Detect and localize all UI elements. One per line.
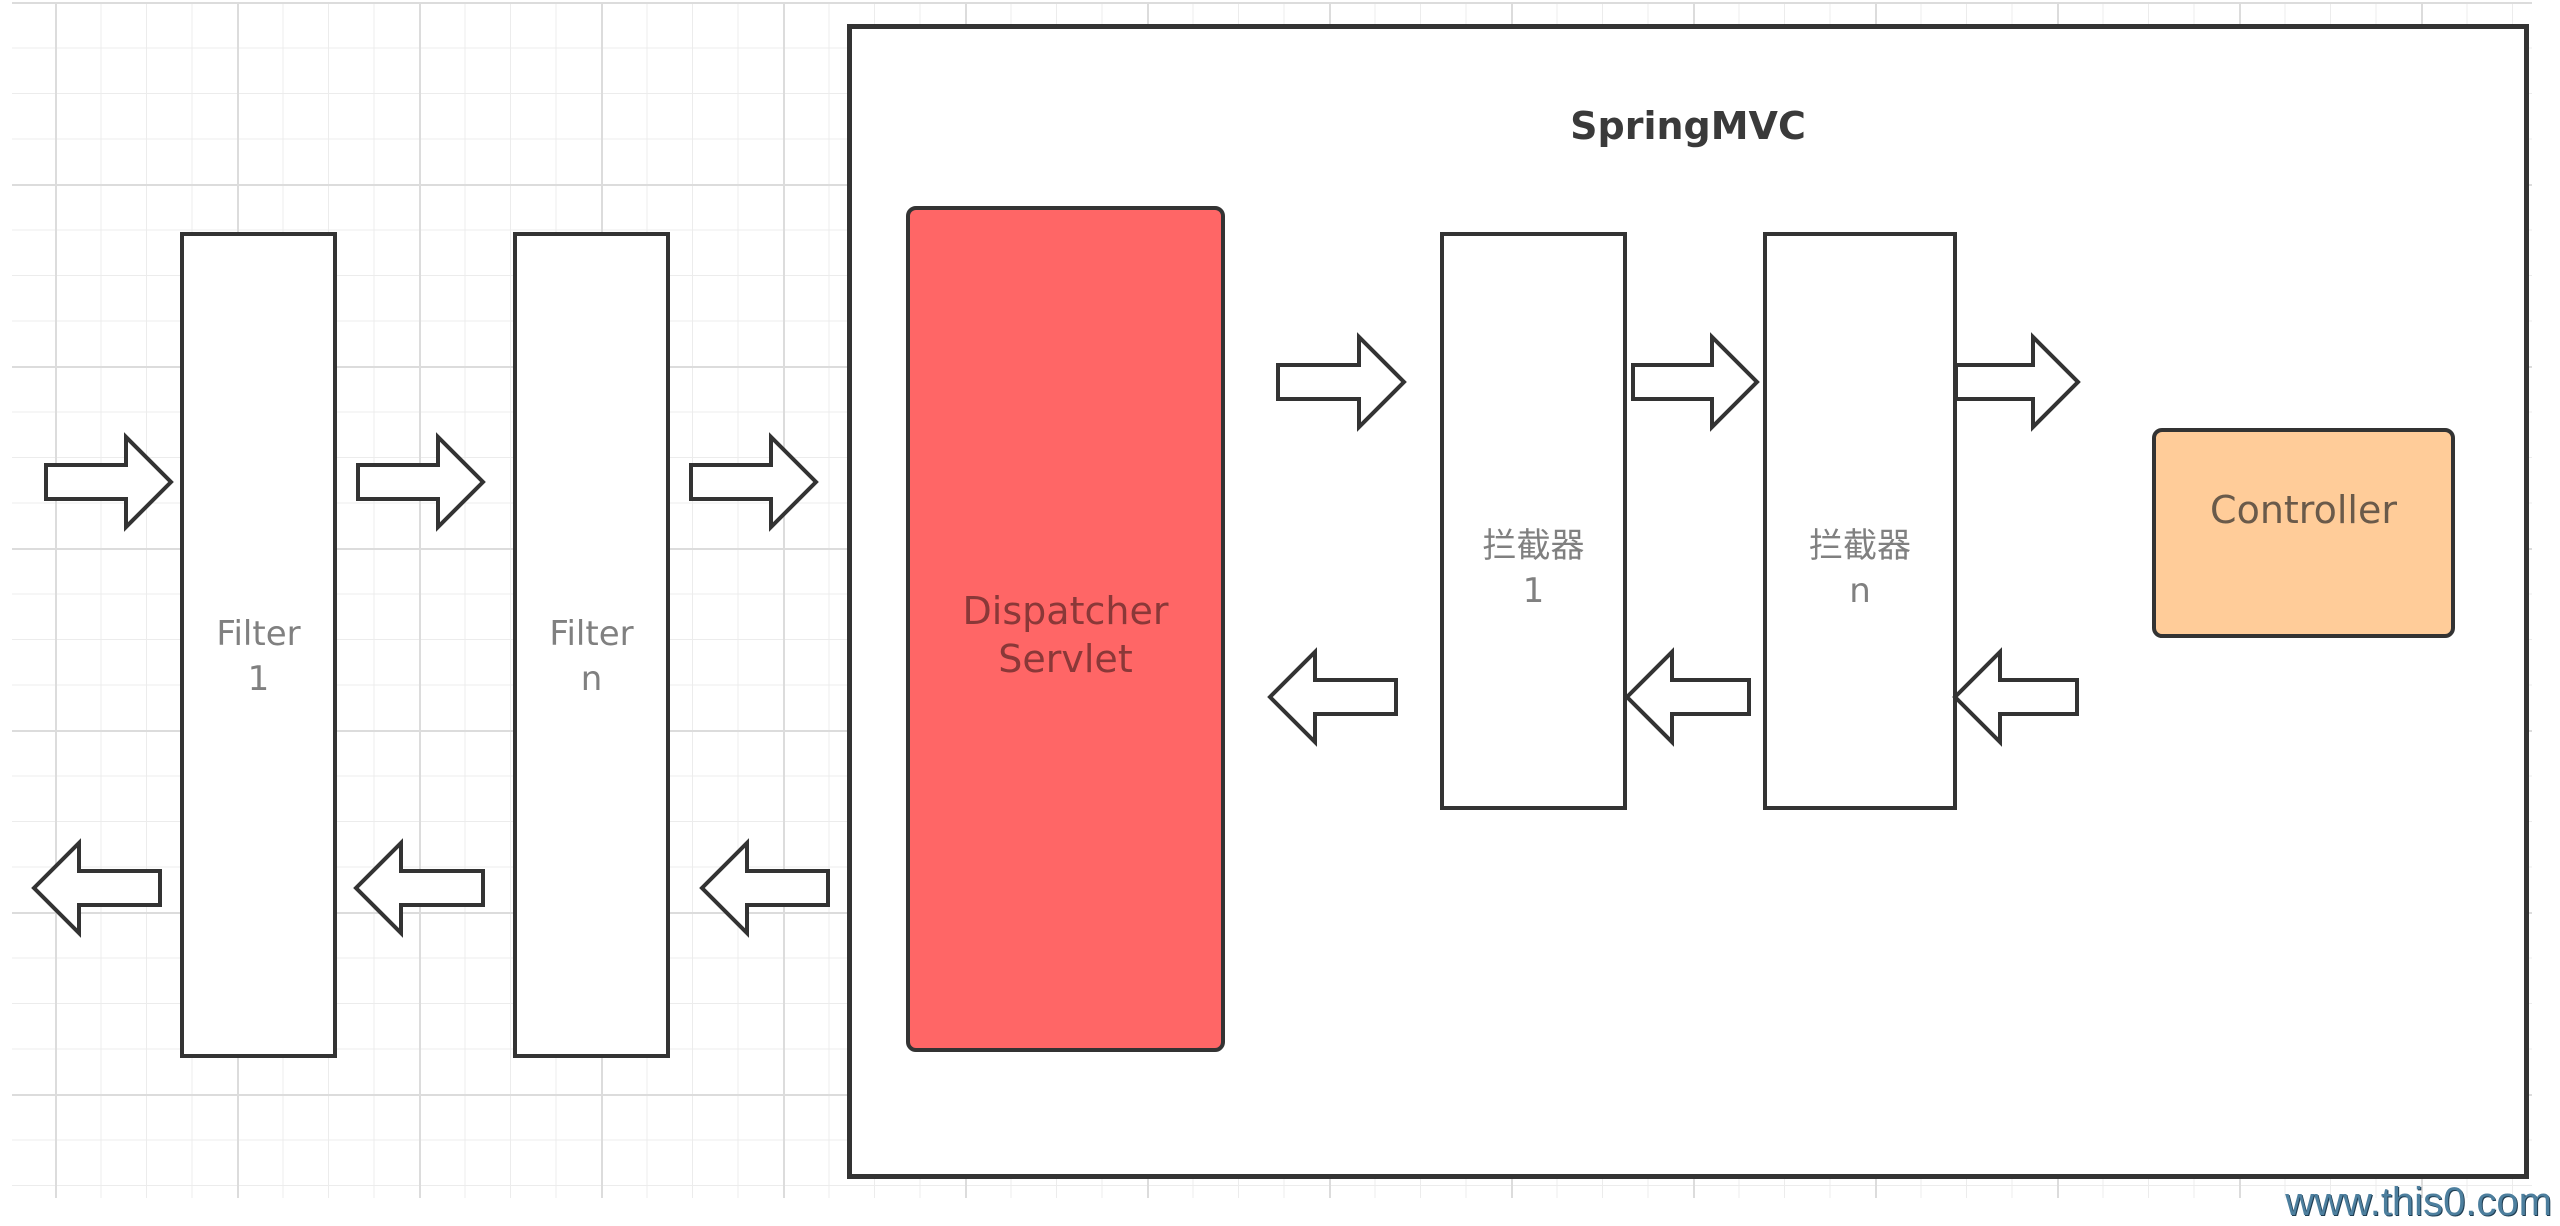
- filter-n-node[interactable]: Filter n: [513, 232, 670, 1058]
- controller-node[interactable]: Controller: [2152, 428, 2455, 638]
- interceptor-n-node[interactable]: 拦截器 n: [1763, 232, 1957, 810]
- springmvc-title: SpringMVC: [1570, 104, 1806, 148]
- interceptor-n-label: 拦截器 n: [1809, 525, 1911, 611]
- interceptor-1-node[interactable]: 拦截器 1: [1440, 232, 1627, 810]
- filter-n-label: Filter n: [549, 614, 634, 699]
- dispatcher-servlet-node[interactable]: Dispatcher Servlet: [906, 206, 1225, 1052]
- interceptor-1-label: 拦截器 1: [1482, 525, 1585, 611]
- filter-1-node[interactable]: Filter 1: [180, 232, 337, 1058]
- filter-1-label: Filter 1: [216, 614, 301, 699]
- dispatcher-servlet-label: Dispatcher Servlet: [962, 589, 1169, 681]
- controller-label: Controller: [2210, 488, 2397, 532]
- watermark: www.this0.com: [2285, 1180, 2552, 1224]
